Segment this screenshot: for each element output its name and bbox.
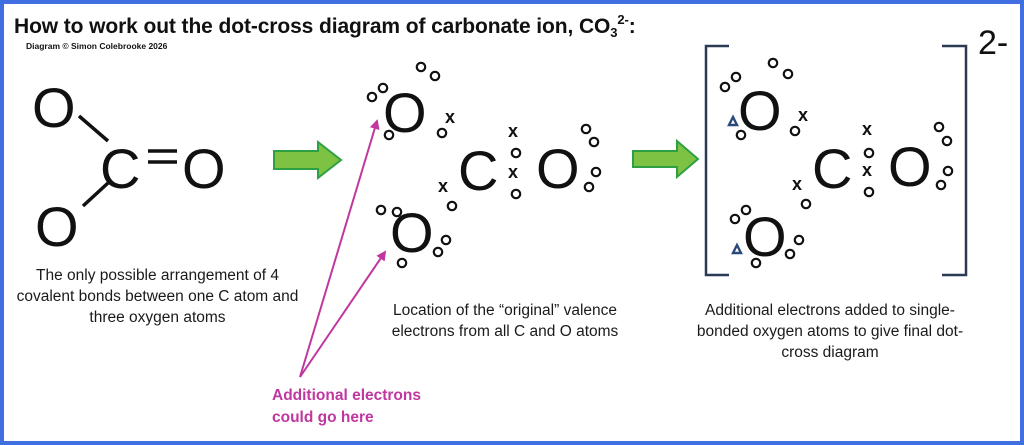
atom-oxygen-right: O [182, 137, 226, 200]
pointer-arrow-lower-icon [299, 250, 387, 378]
svg-text:x: x [798, 105, 808, 125]
svg-text:x: x [792, 174, 802, 194]
right-bracket [942, 44, 968, 277]
svg-text:x: x [508, 162, 518, 182]
added-electron-triangle-icon [727, 114, 739, 127]
right-arrow-icon [632, 138, 700, 180]
right-arrow-icon [273, 139, 343, 181]
atom-oxygen-upper: O [738, 79, 782, 142]
final-dot-cross-diagram: O x C x x O x O [719, 57, 954, 269]
caption-final-diagram: Additional electrons added to single-bon… [696, 302, 964, 361]
atom-carbon: C [458, 139, 498, 202]
caption-original-electrons: Location of the “original” valence elect… [391, 302, 619, 340]
title-suffix: : [628, 15, 636, 38]
atom-oxygen-right: O [536, 137, 580, 200]
diagram-title: How to work out the dot-cross diagram of… [14, 12, 636, 40]
title-superscript: 2- [617, 12, 629, 27]
added-electron-triangle-icon [731, 242, 743, 255]
note-line-1: Additional electrons [272, 387, 421, 404]
original-electrons-diagram: O x C x x O x O [366, 61, 602, 269]
single-bond-upper [77, 114, 110, 143]
title-subscript: 3 [610, 25, 618, 40]
single-bond-lower [81, 181, 110, 208]
atom-oxygen-right: O [888, 135, 932, 198]
svg-text:x: x [862, 119, 872, 139]
left-bracket [704, 44, 729, 277]
atom-oxygen-upper: O [32, 76, 76, 139]
atom-oxygen-lower: O [743, 205, 787, 268]
note-line-2: could go here [272, 409, 374, 426]
title-text: How to work out the dot-cross diagram of… [14, 15, 611, 38]
pointer-arrow-upper-icon [299, 119, 380, 378]
atom-carbon: C [812, 137, 852, 200]
atom-oxygen-lower: O [390, 201, 434, 264]
svg-text:x: x [445, 107, 455, 127]
copyright-credit: Diagram © Simon Colebrooke 2026 [26, 41, 168, 51]
atom-carbon: C [100, 137, 140, 200]
svg-text:x: x [508, 121, 518, 141]
svg-text:x: x [862, 160, 872, 180]
svg-text:x: x [438, 176, 448, 196]
structural-formula: O C O O [32, 76, 226, 258]
ion-charge: 2- [978, 24, 1009, 62]
caption-structural-formula: The only possible arrangement of 4 coval… [16, 267, 299, 326]
additional-electrons-note: Additional electrons could go here [272, 385, 421, 429]
atom-oxygen-lower: O [35, 195, 79, 258]
atom-oxygen-upper: O [383, 81, 427, 144]
